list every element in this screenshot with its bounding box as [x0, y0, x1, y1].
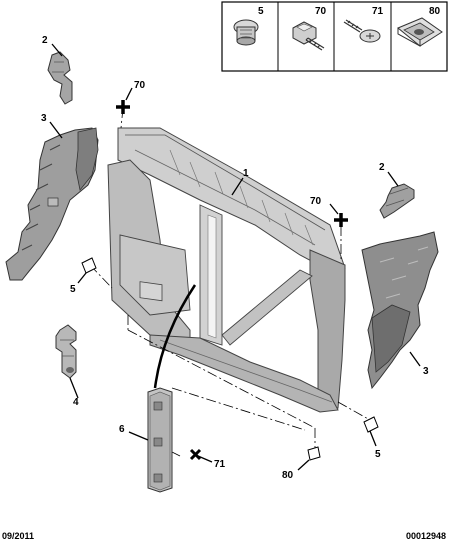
hex-screw-icon	[292, 21, 325, 51]
reinforcement-leader	[153, 284, 197, 389]
footer-reference: 00012948	[405, 531, 446, 541]
reinforcement-part	[147, 387, 173, 493]
panel-ref-80: 80	[429, 6, 441, 17]
stud-clip-icon	[233, 19, 259, 46]
callout-deflector-left: 3	[41, 113, 47, 124]
callout-reinforcement: 6	[119, 424, 125, 435]
callout-screw-lower: 71	[214, 459, 226, 470]
bracket-lower-part	[55, 324, 77, 379]
fastener-panel: 5 70 71 80	[221, 1, 448, 72]
callout-bracket-upper-left: 2	[42, 35, 48, 46]
callout-screw-right: 70	[310, 196, 322, 207]
callout-bracket-upper-right: 2	[379, 162, 385, 173]
clip-marker-left-icon	[81, 257, 97, 274]
callout-clip-right: 5	[375, 449, 381, 460]
footer-date: 09/2011	[2, 531, 35, 541]
callout-clip-left: 5	[70, 284, 76, 295]
panel-ref-71: 71	[372, 6, 384, 17]
clip-marker-right-icon	[363, 416, 379, 433]
screw-marker-right-icon	[334, 213, 348, 227]
deflector-left-part	[5, 127, 99, 281]
screw-marker-lower-icon	[189, 448, 202, 461]
callout-front-panel: 1	[243, 168, 249, 179]
leader-lines	[49, 43, 421, 471]
cage-nut-icon	[397, 17, 443, 47]
callout-bracket-lower: 4	[73, 397, 79, 408]
callout-deflector-right: 3	[423, 366, 429, 377]
nut-marker-icon	[307, 446, 321, 461]
torx-screw-icon	[343, 19, 381, 43]
bracket-upper-left-part	[47, 51, 73, 105]
bracket-upper-right-part	[379, 183, 415, 219]
callout-screw-left: 70	[134, 80, 146, 91]
front-panel-part	[107, 127, 346, 413]
panel-ref-5: 5	[258, 6, 264, 17]
panel-ref-70: 70	[315, 6, 327, 17]
callout-nut: 80	[282, 470, 294, 481]
screw-marker-left-icon	[116, 100, 130, 114]
deflector-right-part	[361, 231, 439, 390]
